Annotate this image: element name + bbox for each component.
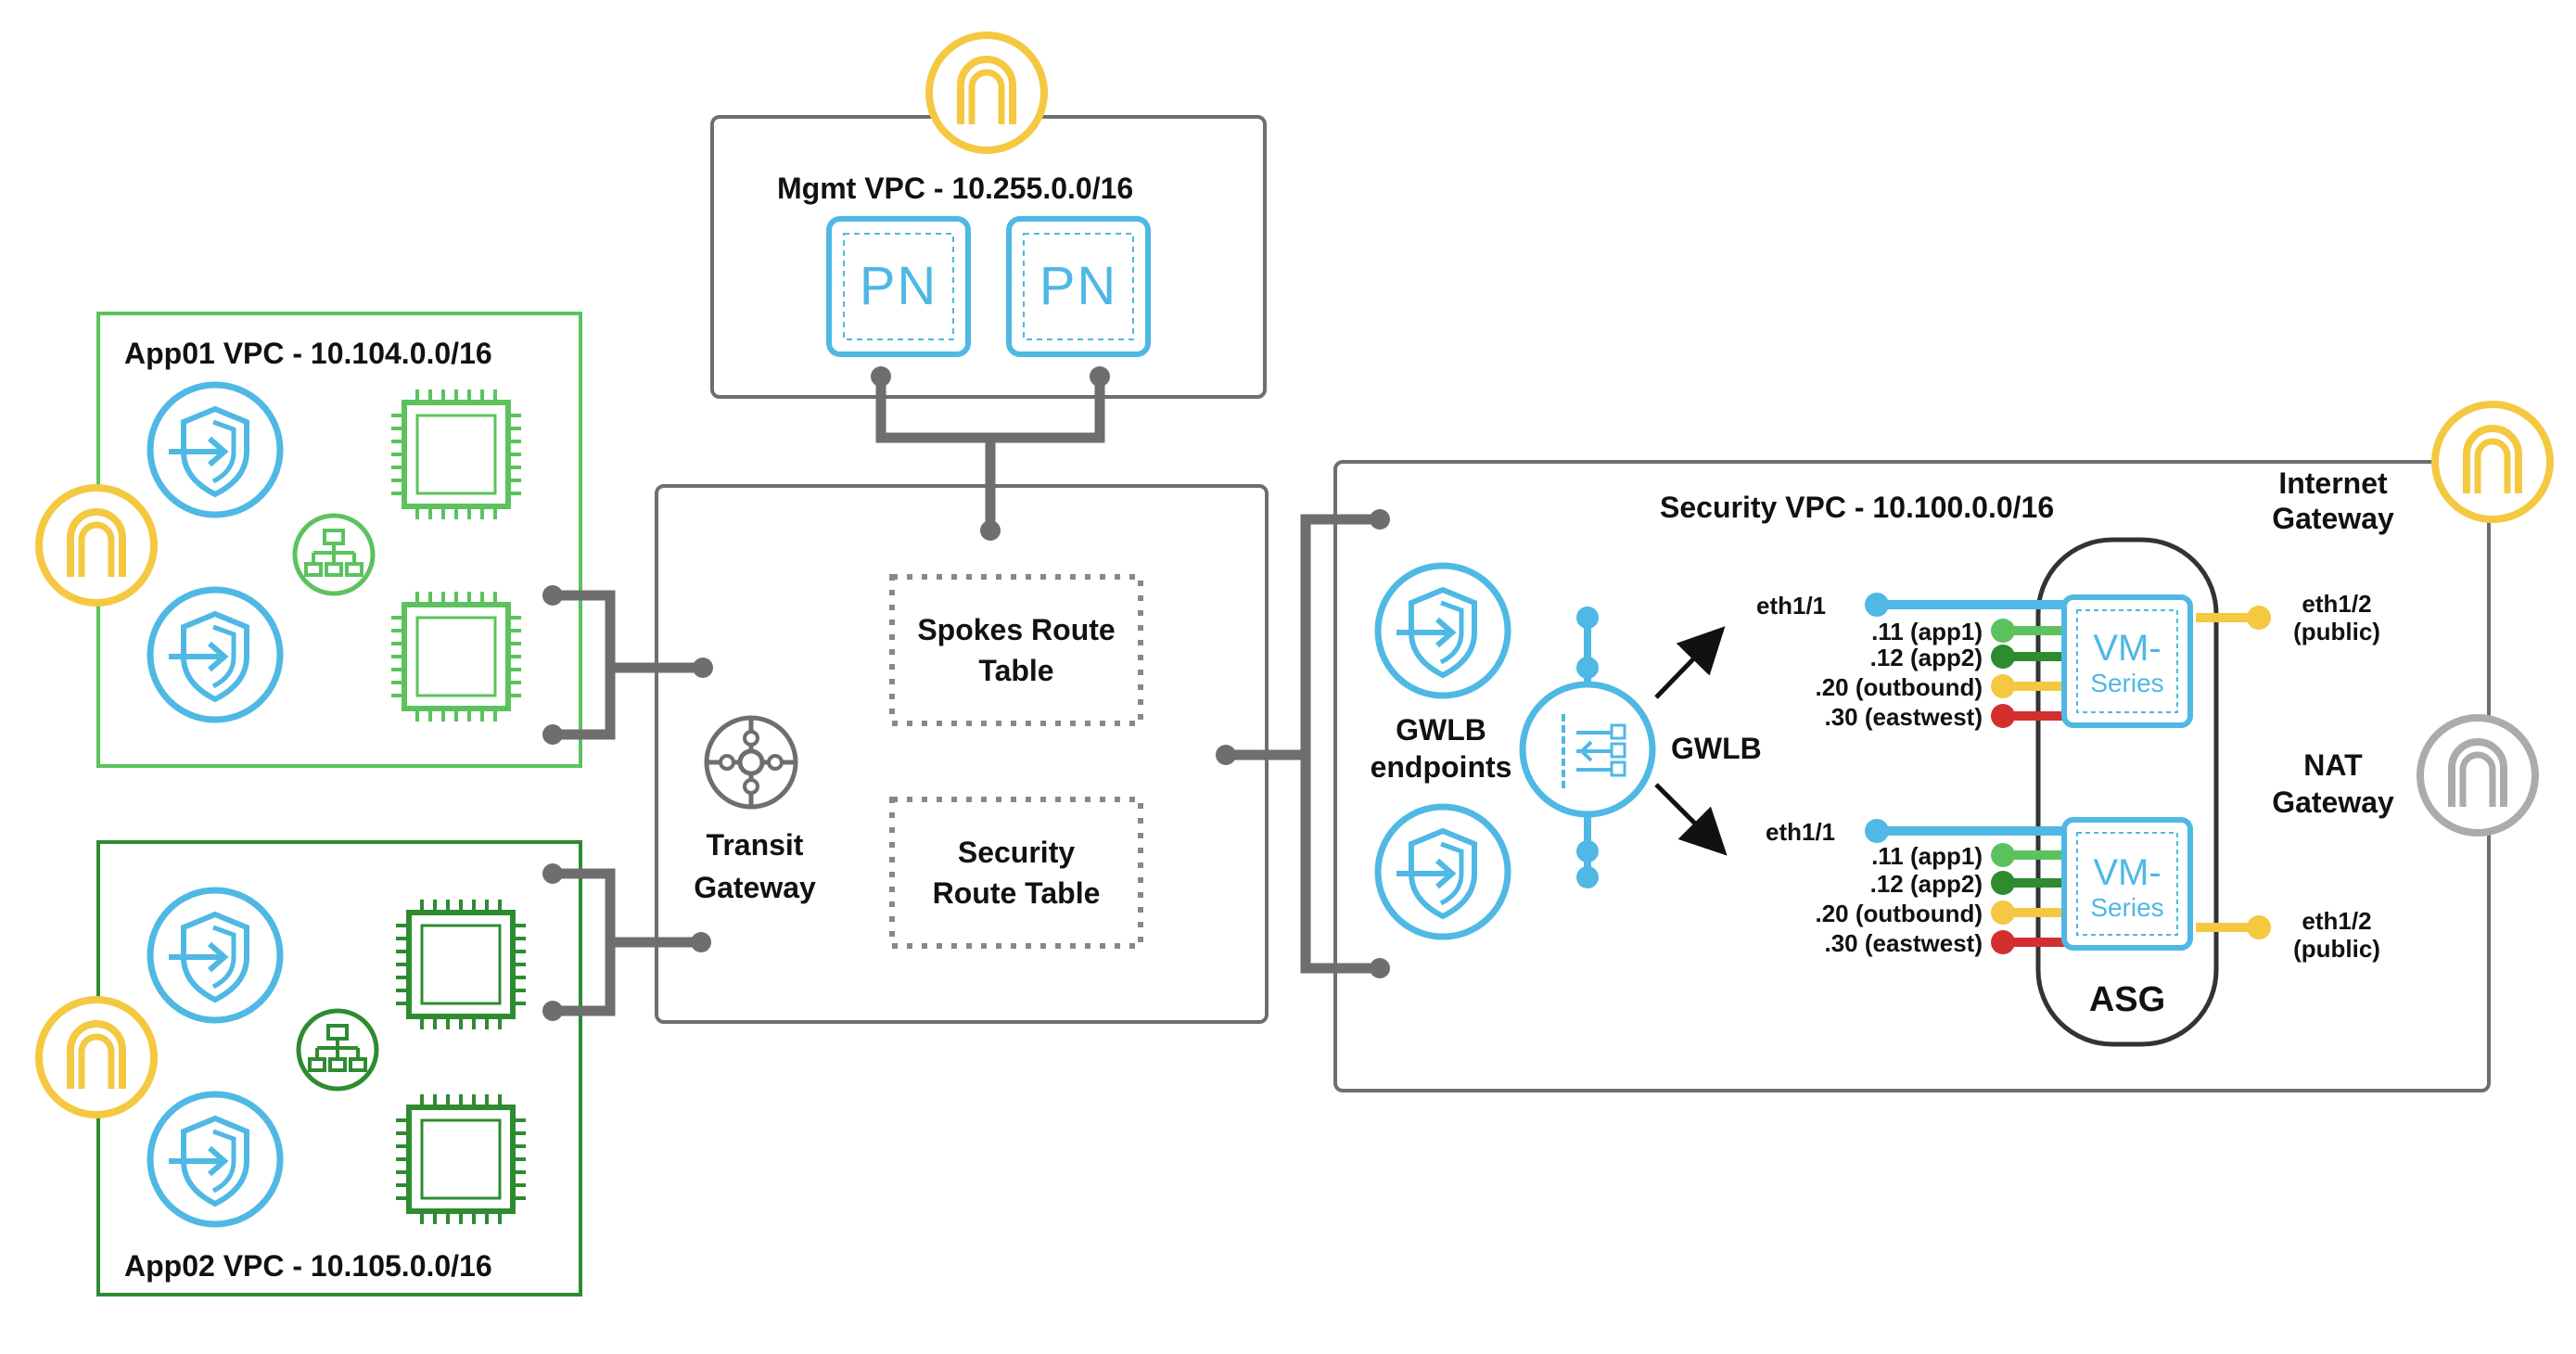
panorama-node: PN xyxy=(826,216,971,357)
shield-icon xyxy=(150,590,280,720)
mgmt-vpc-title: Mgmt VPC - 10.255.0.0/16 xyxy=(777,172,1133,205)
panorama-node: PN xyxy=(1006,216,1151,357)
attachment-dot xyxy=(691,932,711,952)
interface-label: .11 (app1) xyxy=(1871,618,1983,645)
instance-chip-icon xyxy=(391,592,521,722)
interface-dot xyxy=(1865,593,1889,617)
app01-vpc-title: App01 VPC - 10.104.0.0/16 xyxy=(124,337,492,370)
shield-icon xyxy=(150,1094,280,1224)
interface-label: .11 (app1) xyxy=(1871,842,1983,870)
interface-dot xyxy=(1991,930,2015,954)
spokes-route-table-label: Table xyxy=(978,654,1053,687)
internet-gateway-icon xyxy=(2435,404,2550,519)
panorama-label: PN xyxy=(1039,256,1118,316)
security-route-table-label: Security xyxy=(958,836,1075,869)
load-balancer-icon xyxy=(292,513,376,596)
interface-label: (public) xyxy=(2293,935,2380,963)
attachment-dot xyxy=(1090,366,1110,387)
vm-series-label: VM- xyxy=(2093,852,2161,893)
attachment-dot xyxy=(871,366,891,387)
interface-label: eth1/1 xyxy=(1766,818,1835,846)
app02-vpc-title: App02 VPC - 10.105.0.0/16 xyxy=(124,1249,492,1283)
traffic-arrow xyxy=(1654,626,1726,699)
gwlb-icon xyxy=(1519,607,1656,888)
shield-icon xyxy=(150,385,280,515)
interface-dot xyxy=(2247,606,2271,630)
interface-dot xyxy=(1991,843,2015,867)
shield-icon xyxy=(1378,566,1508,696)
security-route-table-label: Route Table xyxy=(933,876,1101,910)
nat-gateway-icon xyxy=(2420,718,2535,833)
interface-label: eth1/2 xyxy=(2302,907,2371,935)
attachment-dot xyxy=(1216,745,1236,765)
transit-gateway-label: Transit xyxy=(707,828,804,862)
asg-label: ASG xyxy=(2089,980,2165,1019)
vm-series-label: Series xyxy=(2090,669,2163,697)
vm-series-firewall: VM- Series xyxy=(2061,817,2193,951)
interface-label: .30 (eastwest) xyxy=(1824,703,1983,731)
spokes-route-table-label: Spokes Route xyxy=(917,613,1115,646)
app01-attachment xyxy=(553,590,703,740)
interface-label: .12 (app2) xyxy=(1870,870,1983,898)
internet-gateway-icon xyxy=(39,488,154,603)
attachment-dot xyxy=(693,658,713,678)
vm-series-firewall: VM- Series xyxy=(2061,594,2193,728)
attachment-dot xyxy=(1370,509,1390,530)
attachment-dot xyxy=(1370,958,1390,978)
nat-gateway-label: NAT xyxy=(2303,748,2363,782)
instance-chip-icon xyxy=(396,900,526,1029)
gwlb-label: GWLB xyxy=(1671,732,1762,765)
app02-attachment xyxy=(553,868,701,1016)
interface-label: .12 (app2) xyxy=(1870,644,1983,671)
interface-label: (public) xyxy=(2293,618,2380,645)
interface-label: .20 (outbound) xyxy=(1815,900,1983,927)
security-vpc-title: Security VPC - 10.100.0.0/16 xyxy=(1660,491,2054,524)
interface-dot xyxy=(1991,674,2015,698)
interface-dot xyxy=(1865,819,1889,843)
interface-dot xyxy=(1991,871,2015,895)
vm-series-label: VM- xyxy=(2093,628,2161,669)
interface-dot xyxy=(1991,645,2015,669)
interface-label: .20 (outbound) xyxy=(1815,673,1983,701)
load-balancer-icon xyxy=(296,1008,379,1092)
interface-dot xyxy=(1991,619,2015,643)
attachment-dot xyxy=(542,863,563,884)
attachment-dot xyxy=(980,520,1001,541)
interface-dot xyxy=(2247,915,2271,939)
interface-label: .30 (eastwest) xyxy=(1824,929,1983,957)
security-route-table xyxy=(889,797,1143,949)
vm-series-label: Series xyxy=(2090,893,2163,922)
security-attachment xyxy=(1226,514,1380,974)
mgmt-vpc-box xyxy=(710,115,1267,399)
panorama-label: PN xyxy=(860,256,938,316)
internet-gateway-icon xyxy=(929,35,1044,150)
interface-dot xyxy=(1991,901,2015,925)
shield-icon xyxy=(150,890,280,1020)
interface-label: eth1/1 xyxy=(1756,592,1826,620)
shield-icon xyxy=(1378,807,1508,937)
nat-gateway-label: Gateway xyxy=(2272,786,2394,819)
traffic-arrow xyxy=(1654,783,1728,856)
internet-gateway-label: Gateway xyxy=(2272,502,2394,535)
spokes-route-table xyxy=(889,574,1143,726)
internet-gateway-label: Internet xyxy=(2278,466,2388,500)
instance-chip-icon xyxy=(391,390,521,519)
internet-gateway-icon xyxy=(39,1000,154,1115)
gwlb-endpoints-label: GWLB xyxy=(1396,713,1486,747)
instance-chip-icon xyxy=(396,1094,526,1224)
transit-gateway-icon xyxy=(704,715,798,810)
interface-dot xyxy=(1991,704,2015,728)
attachment-dot xyxy=(542,724,563,745)
attachment-dot xyxy=(542,1001,563,1021)
gwlb-endpoints-label: endpoints xyxy=(1371,750,1512,784)
interface-label: eth1/2 xyxy=(2302,590,2371,618)
mgmt-attachment xyxy=(875,377,1105,530)
attachment-dot xyxy=(542,585,563,606)
transit-gateway-label: Gateway xyxy=(694,871,816,904)
